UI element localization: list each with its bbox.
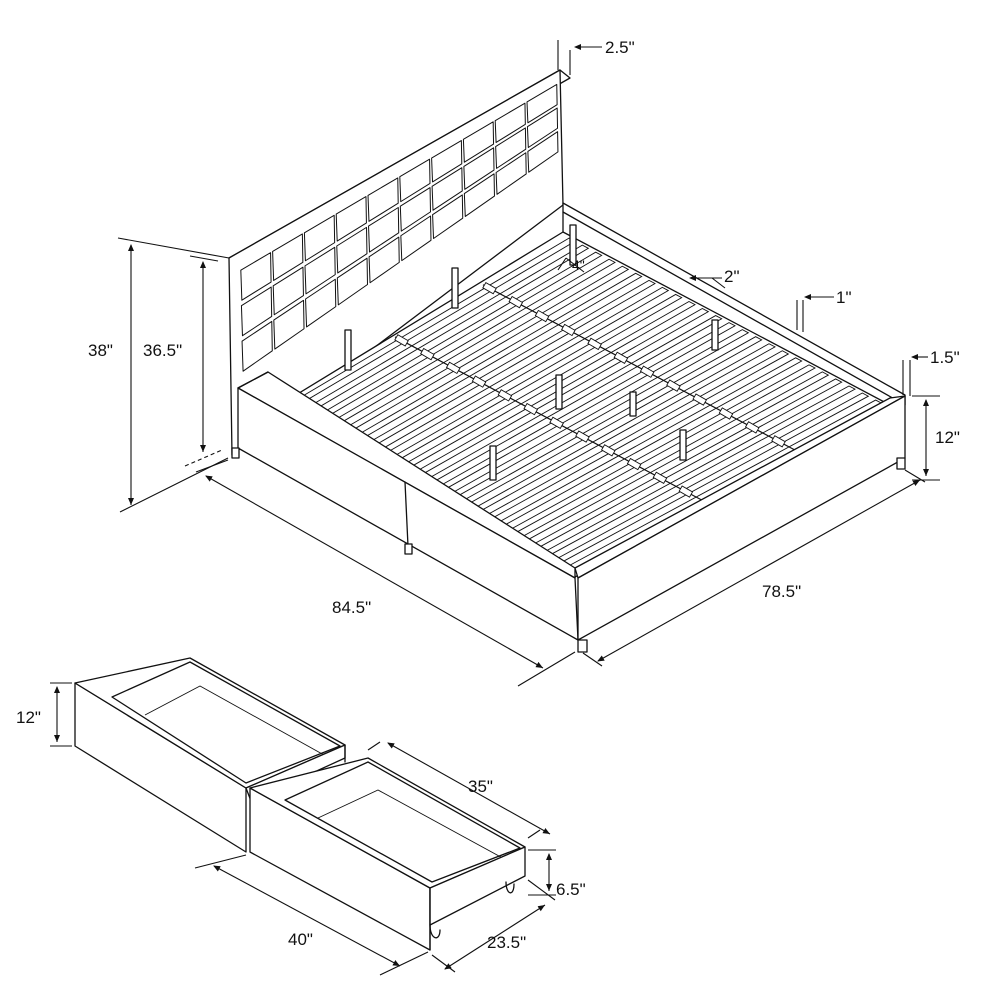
tuft-panel	[273, 299, 305, 350]
foot	[896, 457, 906, 470]
slat-clip	[561, 323, 576, 337]
slat-clip	[718, 407, 734, 420]
dim-drawer-width: 23.5"	[487, 933, 526, 952]
bed-frame	[228, 69, 906, 653]
slat-clip	[523, 402, 539, 416]
headboard-tufting	[240, 83, 559, 372]
slat-clip	[471, 375, 487, 388]
dim-drawer-inner-height: 6.5"	[556, 880, 586, 899]
tuft-panel	[399, 187, 431, 232]
tuft-panel	[432, 194, 464, 240]
slat-clip	[771, 435, 786, 448]
drawer-caster	[429, 924, 441, 939]
drawer-dimensions: 12" 35" 6.5" 40" 23.5"	[16, 682, 586, 976]
tuft-panel	[463, 173, 495, 217]
slat-clip	[420, 347, 435, 361]
tuft-panel	[494, 102, 526, 143]
center-support-beam	[482, 284, 799, 453]
dim-total-height: 38"	[88, 341, 113, 360]
dim-slat-gap: 4"	[572, 257, 585, 273]
tuft-panel	[335, 196, 367, 242]
dim-drawer-height: 12"	[16, 708, 41, 727]
slat-clip	[445, 361, 461, 375]
tuft-panel	[272, 233, 304, 281]
slat-clip	[744, 421, 760, 434]
tuft-panel	[399, 158, 431, 203]
dim-length: 84.5"	[332, 598, 371, 617]
slat-clip	[666, 379, 681, 392]
tuft-panel	[367, 177, 399, 222]
tuft-panel	[431, 167, 463, 211]
tuft-panel	[463, 147, 495, 190]
dim-frame-height: 12"	[935, 428, 960, 447]
tuft-panel	[368, 206, 400, 253]
center-support-beam	[394, 336, 706, 503]
tuft-panel	[240, 252, 272, 301]
slat-clip	[497, 389, 513, 402]
tuft-panel	[462, 121, 495, 163]
drawers	[74, 657, 526, 951]
slat-clip	[600, 444, 616, 457]
left-drawer-cavity	[111, 661, 341, 784]
foot	[404, 543, 413, 555]
slat-clip	[613, 351, 629, 365]
tuft-panel	[305, 278, 337, 328]
tuft-panel	[336, 226, 368, 274]
foot	[231, 447, 240, 459]
tuft-panel	[241, 320, 273, 372]
slat-clip	[626, 457, 642, 471]
dim-headboard-thickness: 2.5"	[605, 38, 635, 57]
slat-clip	[575, 430, 590, 443]
bed-dimensions: 2.5" 38" 36.5" 4" 2" 1" 1.5" 12"	[88, 38, 960, 687]
dim-drawer-depth: 35"	[468, 777, 493, 796]
slat-clip	[534, 309, 550, 323]
tuft-panel	[495, 152, 527, 195]
tuft-panel	[400, 215, 432, 262]
tuft-panel	[240, 286, 273, 337]
tuft-panel	[495, 127, 527, 169]
tuft-panel	[431, 140, 463, 183]
dim-drawer-length: 40"	[288, 930, 313, 949]
drawer-caster	[505, 881, 515, 894]
dim-side-rail-thickness: 1"	[836, 288, 852, 307]
slat-clip	[692, 393, 707, 406]
slat-clip	[639, 365, 655, 378]
dim-frame-thickness: 1.5"	[930, 348, 960, 367]
slat-clip	[549, 416, 564, 430]
slat-clip	[508, 295, 524, 309]
tuft-panel	[272, 266, 304, 316]
slat-clip	[394, 334, 409, 347]
tuft-panel	[526, 107, 559, 148]
tuft-panel	[304, 246, 336, 295]
support-legs	[344, 224, 719, 481]
slat-clip	[482, 281, 497, 295]
tuft-panel	[368, 236, 400, 284]
tuft-panel	[336, 257, 369, 306]
dim-slat-width: 2"	[724, 267, 740, 286]
foot	[577, 639, 588, 653]
tuft-panel	[527, 131, 559, 173]
slat-clip	[587, 337, 602, 351]
tuft-panel	[303, 214, 336, 262]
dim-headboard-height: 36.5"	[143, 341, 182, 360]
dim-width: 78.5"	[762, 582, 801, 601]
tuft-panel	[526, 83, 558, 124]
